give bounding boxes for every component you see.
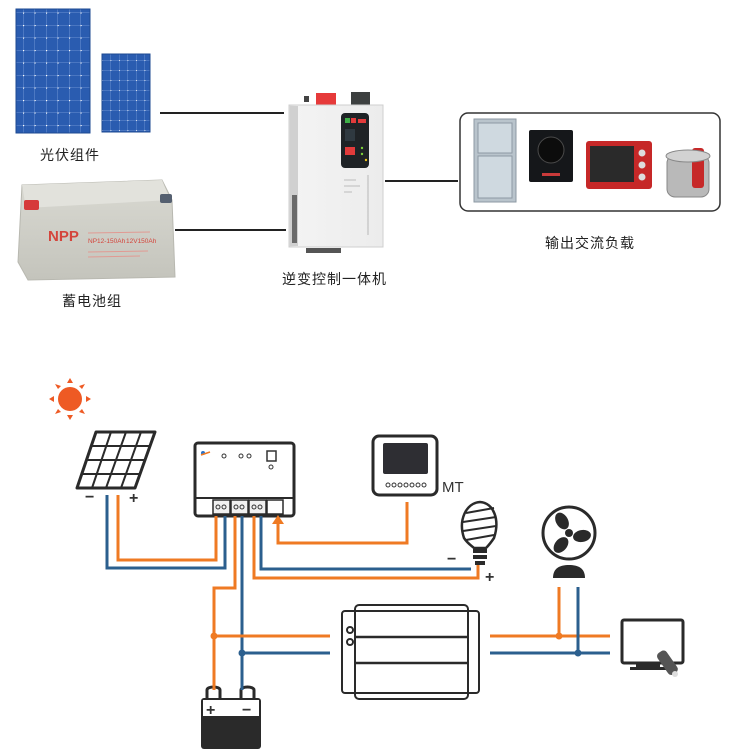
sun-icon — [49, 378, 91, 420]
battery-plus-sign: + — [206, 702, 215, 719]
pv-modules-image — [15, 8, 151, 134]
charge-controller-icon — [193, 441, 296, 518]
inverter-controller-image — [288, 92, 384, 253]
pv-modules-label: 光伏组件 — [40, 148, 100, 164]
light-bulb-icon — [460, 500, 498, 565]
load-positive-wire — [252, 516, 480, 580]
battery-brand: NPP — [48, 228, 79, 245]
junction-dot — [238, 649, 246, 657]
battery-bank-image: NPP NP12-150Ah 12V150Ah — [17, 179, 176, 281]
tv-icon — [620, 618, 685, 677]
battery-rating: 12V150Ah — [126, 238, 157, 245]
inverter-controller-label: 逆变控制一体机 — [282, 272, 387, 288]
battery-positive-wire — [212, 516, 237, 690]
pv-negative-wire — [105, 495, 227, 570]
junction-dot — [555, 632, 563, 640]
remote-meter-icon — [371, 434, 439, 497]
meter-arrow-icon — [272, 515, 284, 524]
bulb-minus-sign: − — [447, 551, 456, 568]
solar-panel-icon — [75, 430, 157, 490]
battery-bank-label: 蓄电池组 — [62, 294, 122, 310]
junction-dot — [210, 632, 218, 640]
load-negative-wire — [259, 516, 471, 571]
battery-icon — [201, 685, 261, 749]
bulb-plus-sign: + — [485, 569, 494, 586]
junction-dot — [574, 649, 582, 657]
inverter-icon — [341, 604, 480, 700]
meter-label: MT — [442, 479, 464, 496]
pv-positive-wire — [116, 495, 218, 562]
battery-minus-sign: − — [242, 702, 251, 719]
panel-minus-sign: − — [85, 489, 94, 506]
fan-icon — [541, 505, 597, 578]
panel-plus-sign: + — [129, 490, 138, 507]
ac-loads-image — [459, 112, 721, 212]
ac-loads-label: 输出交流负载 — [545, 236, 635, 252]
system-overview: NPP NP12-150Ah 12V150Ah — [15, 8, 721, 281]
meter-wire — [276, 502, 409, 545]
battery-model: NP12-150Ah — [88, 238, 126, 245]
